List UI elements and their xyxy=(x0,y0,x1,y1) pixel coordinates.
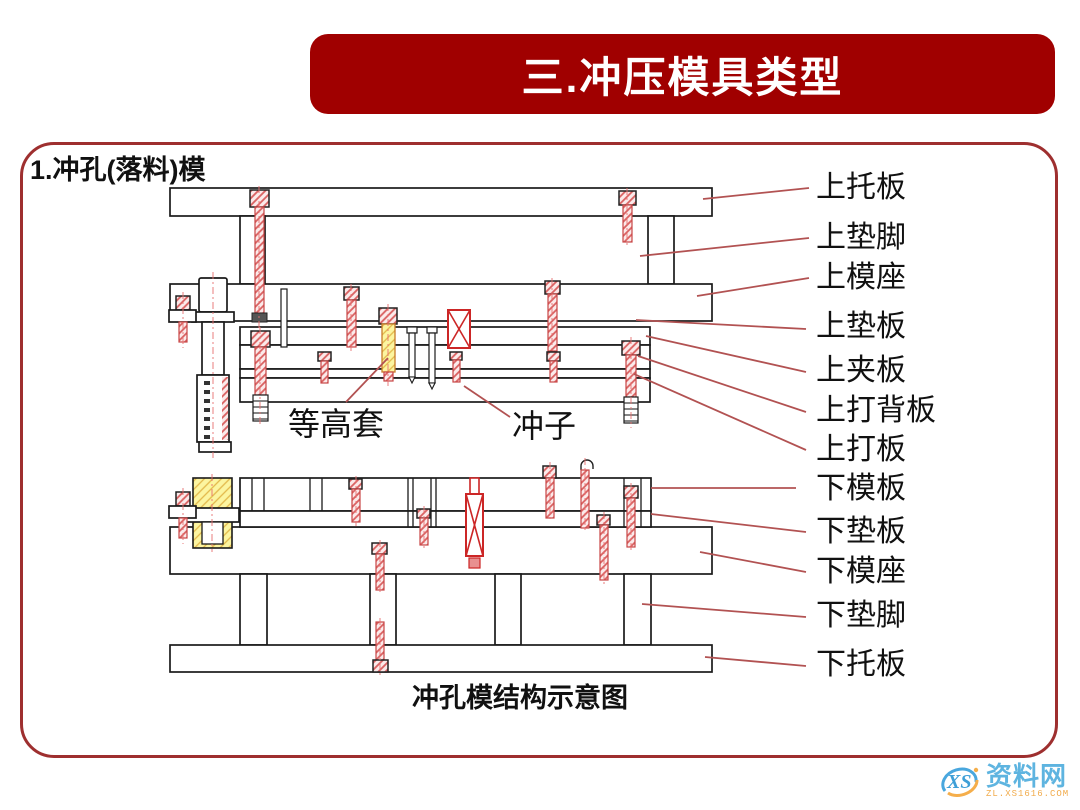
screw-fastener xyxy=(596,512,611,584)
lower-die-holder-shape xyxy=(169,526,713,575)
part-label-upper-die-holder: 上模座 xyxy=(816,261,906,294)
screw-fastener xyxy=(372,618,389,676)
screw-fastener xyxy=(371,540,388,593)
screw-fastener xyxy=(546,351,561,383)
part-label-lower-die-plate: 下模板 xyxy=(816,472,906,505)
lifter-pin xyxy=(580,458,594,532)
screw-fastener xyxy=(544,278,561,356)
ejector-pin xyxy=(426,326,438,391)
upper-backing-plate-shape xyxy=(239,326,651,346)
blanking-punch-section xyxy=(465,477,484,569)
stripper-bolt xyxy=(621,337,641,428)
lower-spacer-foot-shape xyxy=(239,573,268,646)
screw-fastener xyxy=(168,292,197,348)
watermark-monogram: XS xyxy=(946,771,971,793)
punch-body xyxy=(449,351,463,383)
die-insert-lines xyxy=(251,478,642,527)
punch-head-section xyxy=(447,309,471,349)
screw-fastener xyxy=(317,351,332,384)
screw-fastener xyxy=(618,188,637,248)
callout-equal-height-sleeve: 等高套 xyxy=(288,406,385,442)
screw-fastener xyxy=(416,506,431,549)
part-label-lower-spacer-foot: 下垫脚 xyxy=(816,599,906,632)
upper-stripper-plate-shape xyxy=(239,377,651,403)
upper-spacer-foot-shape xyxy=(647,215,675,285)
screw-fastener xyxy=(168,488,197,544)
part-label-upper-support-plate: 上托板 xyxy=(816,171,906,204)
upper-die-holder-shape xyxy=(169,283,713,322)
screw-fastener xyxy=(249,186,270,328)
guide-post xyxy=(191,272,235,458)
upper-clamp-plate-shape xyxy=(239,344,651,370)
guide-bushing xyxy=(185,474,240,552)
upper-die-assembly xyxy=(168,186,713,458)
part-label-lower-die-holder: 下模座 xyxy=(816,555,906,588)
part-label-lower-support-plate: 下托板 xyxy=(816,648,906,681)
screw-fastener xyxy=(348,476,363,526)
part-label-upper-stripper-backing-plate: 上打背板 xyxy=(816,394,936,427)
watermark-logo: XS 资料网 ZL.XS1616.COM xyxy=(936,757,1069,805)
equal-height-sleeve xyxy=(378,304,398,386)
watermark-site-url: ZL.XS1616.COM xyxy=(986,789,1070,799)
callout-punch: 冲子 xyxy=(512,408,577,444)
diagram-caption: 冲孔模结构示意图 xyxy=(412,683,628,713)
watermark-site-name: 资料网 xyxy=(986,761,1068,791)
screw-fastener xyxy=(343,284,360,352)
part-label-upper-spacer-foot: 上垫脚 xyxy=(816,221,906,254)
stripper-bolt xyxy=(250,327,271,426)
page-title: 三.冲压模具类型 xyxy=(521,53,844,101)
dowel-pin-shape xyxy=(280,288,288,348)
xs-logo-icon: XS xyxy=(941,767,979,797)
leader-lines xyxy=(345,187,810,667)
upper-stripper-backing-plate-shape xyxy=(239,368,651,379)
lower-die-assembly xyxy=(168,458,713,676)
section-heading: 1.冲孔(落料)模 xyxy=(30,155,206,185)
watermark-text: 资料网 ZL.XS1616.COM xyxy=(986,763,1069,799)
title-banner: 三.冲压模具类型 xyxy=(310,34,1055,114)
ejector-pin xyxy=(406,326,418,385)
screw-fastener xyxy=(542,462,557,522)
lower-spacer-foot-shape xyxy=(623,573,652,646)
screw-fastener xyxy=(623,483,639,550)
lower-support-plate-shape xyxy=(169,644,713,673)
part-label-upper-stripper-plate: 上打板 xyxy=(816,433,906,466)
part-label-upper-clamp-plate: 上夹板 xyxy=(816,354,906,387)
part-label-lower-backing-plate: 下垫板 xyxy=(816,515,906,548)
lower-spacer-foot-shape xyxy=(494,573,522,646)
part-label-upper-backing-plate: 上垫板 xyxy=(816,310,906,343)
